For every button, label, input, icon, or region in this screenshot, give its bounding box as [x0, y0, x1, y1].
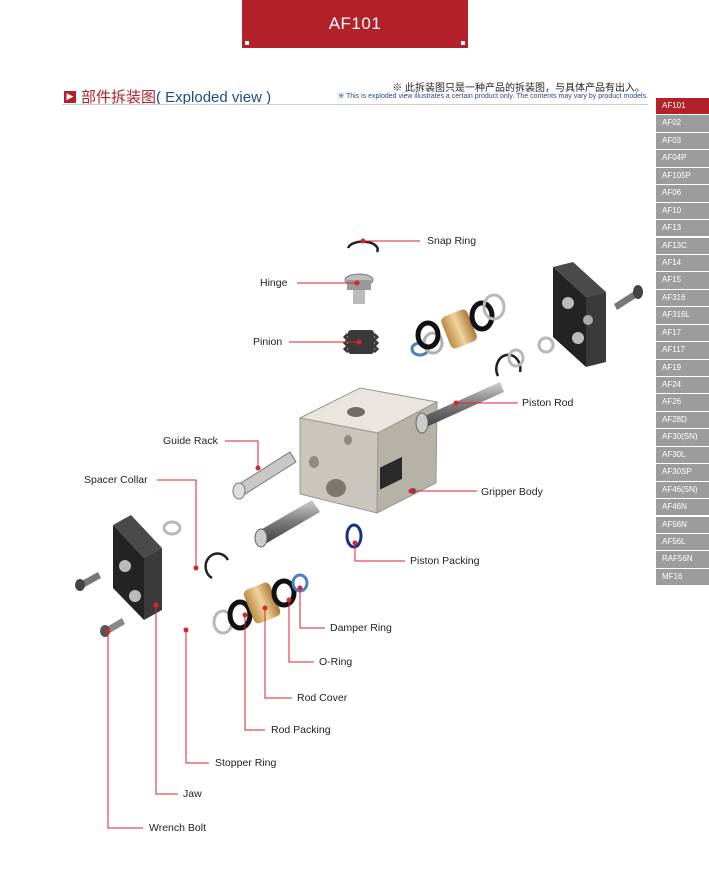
sidebar-item-af105p[interactable]: AF105P: [656, 167, 709, 185]
label-stopper-ring: Stopper Ring: [215, 757, 277, 769]
snap-ring-top: [346, 240, 379, 253]
section-title: 部件拆装图( Exploded view ): [81, 86, 271, 107]
corner-dot: [461, 41, 465, 45]
sidebar-item-af56n[interactable]: AF56N: [656, 516, 709, 533]
hinge: [344, 273, 374, 304]
sidebar-item-af56l[interactable]: AF56L: [656, 533, 709, 551]
o-ring-upper: [415, 320, 441, 350]
rod-packing-upper: [469, 300, 495, 332]
jaw-right: [553, 262, 606, 367]
spacer-collar-left: [162, 520, 182, 536]
label-hinge: Hinge: [260, 277, 288, 289]
section-heading: ▶ 部件拆装图( Exploded view ): [64, 86, 271, 107]
sidebar-item-af17[interactable]: AF17: [656, 324, 709, 342]
sidebar-item-af13[interactable]: AF13: [656, 220, 709, 237]
label-piston-packing: Piston Packing: [410, 555, 480, 567]
label-spacer-collar: Spacer Collar: [84, 474, 148, 486]
sidebar-item-af30sp[interactable]: AF30SP: [656, 464, 709, 481]
wrench-bolt-right: [614, 285, 643, 310]
piston-rod-upper: [415, 382, 504, 434]
label-piston-rod: Piston Rod: [522, 397, 574, 409]
label-snap-ring: Snap Ring: [427, 235, 477, 247]
sidebar-item-af02[interactable]: AF02: [656, 115, 709, 132]
sidebar-item-af117[interactable]: AF117: [656, 342, 709, 359]
sidebar-item-af28d[interactable]: AF28D: [656, 411, 709, 429]
sidebar-item-af316l[interactable]: AF316L: [656, 307, 709, 324]
o-ring-lower: [271, 578, 297, 608]
sidebar-item-af19[interactable]: AF19: [656, 359, 709, 376]
label-rod-cover: Rod Cover: [297, 692, 348, 704]
divider: [62, 104, 648, 105]
sidebar-item-af15[interactable]: AF15: [656, 272, 709, 289]
rod-cover-lower: [243, 582, 281, 624]
sidebar-item-af101[interactable]: AF101: [656, 98, 709, 115]
section-title-cn: 部件拆装图: [81, 89, 157, 106]
sidebar-item-af14[interactable]: AF14: [656, 254, 709, 272]
sidebar-item-af03[interactable]: AF03: [656, 132, 709, 150]
piston-rod-lower: [254, 500, 320, 548]
rod-cover-upper: [441, 309, 477, 349]
label-gripper-body: Gripper Body: [481, 486, 543, 498]
sidebar-item-mf16[interactable]: MF16: [656, 568, 709, 586]
label-guide-rack: Guide Rack: [163, 435, 218, 447]
sidebar-item-af316[interactable]: AF316: [656, 289, 709, 307]
label-o-ring: O-Ring: [319, 656, 353, 668]
guide-rack: [232, 451, 297, 500]
model-title: AF101: [328, 14, 382, 33]
sidebar-item-af13c[interactable]: AF13C: [656, 237, 709, 254]
sidebar-item-af30-sn[interactable]: AF30(SN): [656, 429, 709, 446]
spacer-collar-right: [537, 336, 555, 354]
rod-packing-lower: [227, 599, 253, 631]
notice-cn: ※ 此拆装图只是一种产品的拆装图，与具体产品有出入。: [392, 83, 645, 94]
spacer-collar-right: [507, 348, 525, 368]
label-wrench-bolt: Wrench Bolt: [149, 822, 206, 834]
wrench-bolt-left-lower: [100, 618, 125, 637]
sidebar-item-af06[interactable]: AF06: [656, 185, 709, 202]
sidebar-item-raf56n[interactable]: RAF56N: [656, 551, 709, 568]
model-title-tab: AF101: [242, 0, 468, 48]
label-jaw: Jaw: [183, 788, 202, 800]
leader-lines: [107, 240, 518, 829]
sidebar-item-af46n[interactable]: AF46N: [656, 499, 709, 516]
wrench-bolt-left-upper: [75, 572, 101, 591]
stopper-ring-upper: [482, 293, 506, 321]
arrow-right-icon: ▶: [64, 90, 76, 103]
label-damper-ring: Damper Ring: [330, 622, 392, 634]
sidebar-item-af46-sn[interactable]: AF46(SN): [656, 481, 709, 499]
gripper-body: [298, 387, 439, 514]
snap-ring-left: [204, 552, 230, 580]
sidebar-item-af30l[interactable]: AF30L: [656, 446, 709, 464]
o-ring-upper: [422, 331, 444, 355]
sidebar-item-af24[interactable]: AF24: [656, 377, 709, 394]
label-rod-packing: Rod Packing: [271, 724, 331, 736]
sidebar-item-af26[interactable]: AF26: [656, 394, 709, 411]
sidebar-item-af04p[interactable]: AF04P: [656, 150, 709, 167]
leader-dots: [105, 238, 459, 634]
sidebar-item-af10[interactable]: AF10: [656, 202, 709, 220]
corner-dot: [245, 41, 249, 45]
section-title-en: ( Exploded view ): [156, 89, 272, 106]
label-pinion: Pinion: [253, 336, 283, 348]
notice-en: ※ This is exploded view illustrates a ce…: [338, 93, 648, 100]
jaw-left: [113, 515, 162, 620]
piston-packing: [345, 523, 363, 549]
